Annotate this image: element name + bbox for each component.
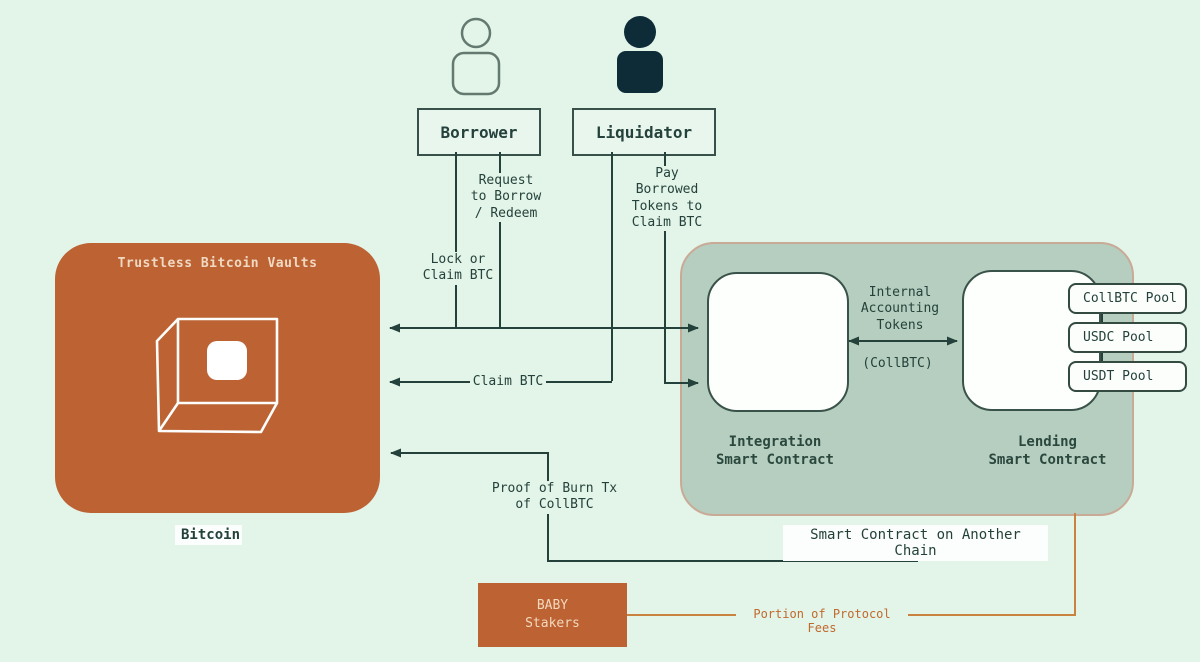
borrower-box: Borrower bbox=[417, 108, 541, 156]
vault-title: Trustless Bitcoin Vaults bbox=[117, 256, 318, 271]
collbtc-label: (CollBTC) bbox=[862, 356, 933, 371]
bitcoin-vault-cube-icon bbox=[155, 317, 279, 434]
internal-tokens-label: Internal Accounting Tokens bbox=[860, 285, 940, 333]
liquidator-icon bbox=[617, 16, 663, 93]
pay-borrowed-label: Pay Borrowed Tokens to Claim BTC bbox=[627, 166, 707, 231]
liquidator-box: Liquidator bbox=[572, 108, 716, 156]
borrower-icon bbox=[451, 17, 501, 96]
claim-btc-label: Claim BTC bbox=[470, 374, 546, 391]
chain-caption: Smart Contract on Another Chain bbox=[783, 525, 1048, 561]
lock-or-claim-label: Lock or Claim BTC bbox=[419, 252, 497, 285]
pool-collbtc: CollBTC Pool bbox=[1068, 283, 1187, 314]
pool-usdc: USDC Pool bbox=[1068, 322, 1187, 353]
protocol-fees-label: Portion of Protocol Fees bbox=[736, 607, 908, 635]
liquidator-label: Liquidator bbox=[595, 122, 693, 142]
integration-contract-box bbox=[707, 272, 849, 412]
pool-collbtc-label: CollBTC Pool bbox=[1083, 291, 1177, 306]
proof-of-burn-label: Proof of Burn Tx of CollBTC bbox=[488, 481, 621, 514]
bitcoin-caption: Bitcoin bbox=[175, 525, 242, 545]
pool-usdc-label: USDC Pool bbox=[1083, 330, 1154, 345]
borrower-label: Borrower bbox=[440, 122, 518, 142]
pool-usdt: USDT Pool bbox=[1068, 361, 1187, 392]
integration-contract-label: Integration Smart Contract bbox=[715, 434, 834, 469]
pool-usdt-label: USDT Pool bbox=[1083, 369, 1154, 384]
request-borrow-label: Request to Borrow / Redeem bbox=[462, 173, 550, 222]
bitcoin-vault-box: Trustless Bitcoin Vaults bbox=[55, 243, 380, 513]
baby-stakers-box: BABY Stakers bbox=[478, 583, 627, 647]
lending-contract-label: Lending Smart Contract bbox=[988, 434, 1107, 469]
